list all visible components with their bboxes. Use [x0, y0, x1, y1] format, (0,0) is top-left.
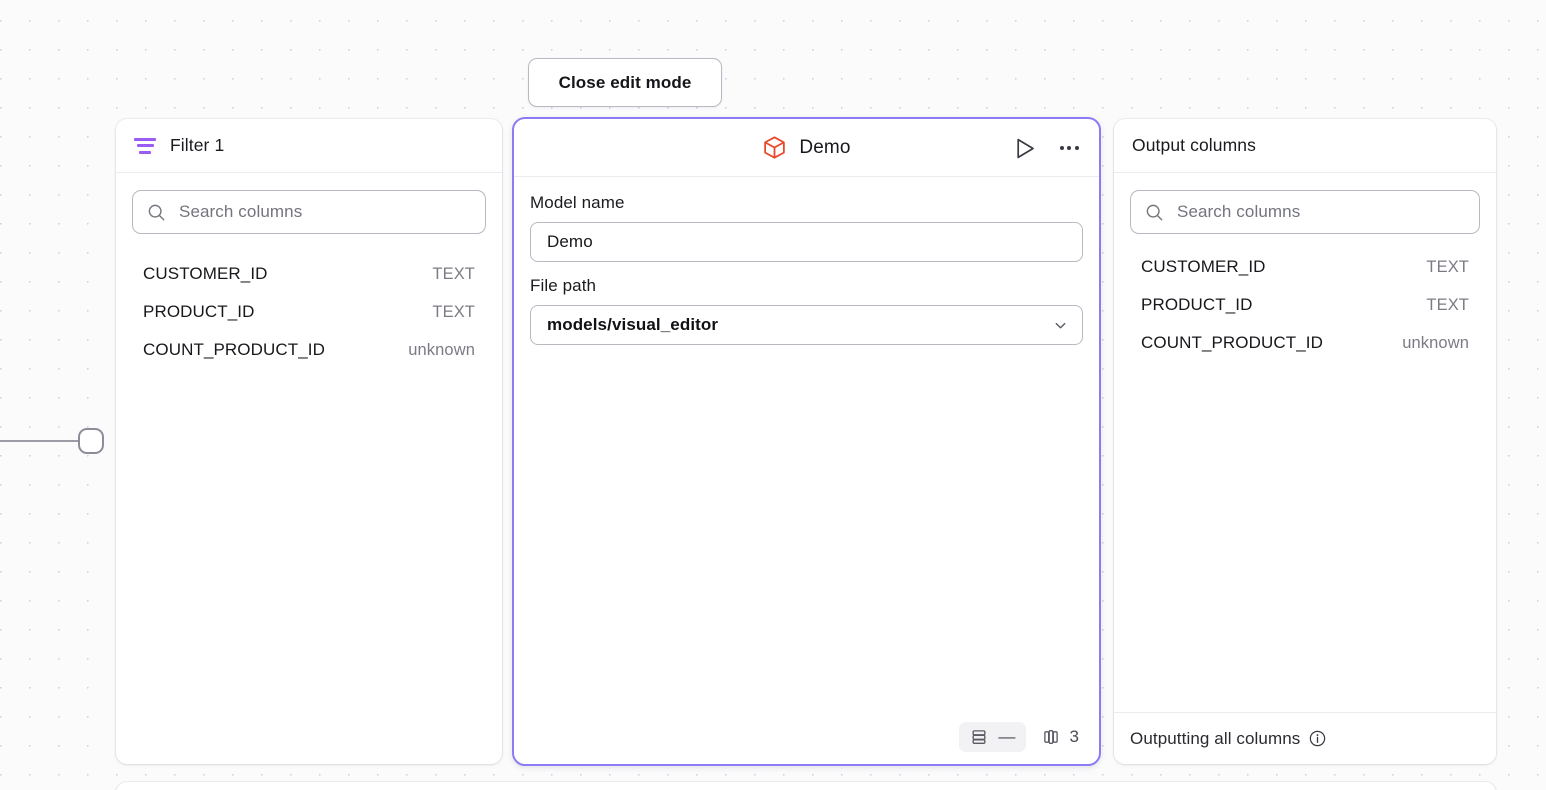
cube-icon: [764, 136, 786, 159]
column-count-value: 3: [1069, 727, 1079, 746]
model-name-input[interactable]: Demo: [530, 222, 1083, 262]
connection-handle[interactable]: [78, 428, 104, 454]
model-panel-header: Demo: [514, 119, 1099, 177]
column-type: TEXT: [432, 265, 475, 283]
column-name: CUSTOMER_ID: [143, 264, 268, 283]
search-icon: [1146, 204, 1163, 220]
file-path-select[interactable]: models/visual_editor: [530, 305, 1083, 345]
filter-search-input[interactable]: Search columns: [132, 190, 486, 234]
column-type: unknown: [408, 341, 475, 359]
columns-icon: [1044, 730, 1059, 744]
play-icon: [1016, 138, 1034, 158]
ellipsis-icon: [1059, 146, 1079, 150]
filter-panel[interactable]: Filter 1 Search columns CUSTOMER_ID TEXT…: [116, 119, 502, 764]
model-panel-title: Demo: [799, 136, 851, 158]
model-stats-footer: — 3: [959, 722, 1085, 752]
model-panel-body: Model name Demo File path models/visual_…: [514, 177, 1099, 345]
table-row[interactable]: COUNT_PRODUCT_ID unknown: [1130, 324, 1480, 362]
rows-icon: [972, 730, 986, 744]
file-path-label: File path: [530, 276, 597, 295]
outputting-all-columns-label: Outputting all columns: [1130, 728, 1301, 748]
table-row[interactable]: CUSTOMER_ID TEXT: [132, 255, 486, 293]
output-search-input[interactable]: Search columns: [1130, 190, 1480, 234]
filter-column-list: CUSTOMER_ID TEXT PRODUCT_ID TEXT COUNT_P…: [132, 255, 486, 369]
filter-icon: [134, 137, 156, 154]
model-header-actions: [1011, 119, 1083, 177]
output-panel-footer: Outputting all columns: [1114, 712, 1496, 764]
filter-search-placeholder: Search columns: [179, 202, 303, 221]
output-panel-header: Output columns: [1114, 119, 1496, 173]
table-row[interactable]: COUNT_PRODUCT_ID unknown: [132, 331, 486, 369]
search-icon: [148, 204, 165, 220]
column-name: CUSTOMER_ID: [1141, 257, 1266, 276]
table-row[interactable]: CUSTOMER_ID TEXT: [1130, 248, 1480, 286]
column-name: COUNT_PRODUCT_ID: [1141, 333, 1324, 352]
filter-panel-body: Search columns CUSTOMER_ID TEXT PRODUCT_…: [116, 173, 502, 369]
more-options-button[interactable]: [1055, 134, 1083, 162]
output-panel-body: Search columns CUSTOMER_ID TEXT PRODUCT_…: [1114, 173, 1496, 362]
model-header-title-group: Demo: [762, 135, 850, 160]
file-path-value: models/visual_editor: [547, 315, 719, 334]
row-count-chip[interactable]: —: [959, 722, 1027, 752]
column-type: TEXT: [1426, 296, 1469, 314]
column-type: unknown: [1402, 334, 1469, 352]
column-name: COUNT_PRODUCT_ID: [143, 340, 326, 359]
info-icon[interactable]: [1308, 729, 1327, 748]
filter-panel-title: Filter 1: [170, 135, 225, 155]
run-button[interactable]: [1011, 134, 1039, 162]
chevron-down-icon: [1055, 322, 1066, 328]
output-column-list: CUSTOMER_ID TEXT PRODUCT_ID TEXT COUNT_P…: [1130, 248, 1480, 362]
table-row[interactable]: PRODUCT_ID TEXT: [132, 293, 486, 331]
output-columns-panel[interactable]: Output columns Search columns CUSTOMER_I…: [1114, 119, 1496, 764]
column-type: TEXT: [1426, 258, 1469, 276]
output-search-placeholder: Search columns: [1177, 202, 1301, 221]
lower-node-panel[interactable]: [116, 782, 1496, 790]
output-panel-title: Output columns: [1132, 135, 1256, 155]
model-panel[interactable]: Demo Model name Demo File path models/vi…: [512, 117, 1101, 766]
column-name: PRODUCT_ID: [1141, 295, 1253, 314]
row-count-value: —: [998, 727, 1016, 746]
close-edit-mode-button[interactable]: Close edit mode: [528, 58, 722, 107]
column-count-chip[interactable]: 3: [1036, 722, 1085, 752]
filter-panel-header: Filter 1: [116, 119, 502, 173]
connector-edge: [0, 440, 82, 442]
model-name-label: Model name: [530, 193, 625, 212]
column-type: TEXT: [432, 303, 475, 321]
table-row[interactable]: PRODUCT_ID TEXT: [1130, 286, 1480, 324]
column-name: PRODUCT_ID: [143, 302, 255, 321]
